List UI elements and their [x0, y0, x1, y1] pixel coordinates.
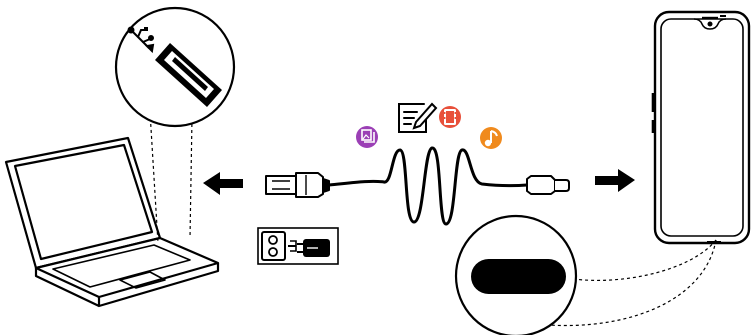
coiled-cable-icon [327, 146, 529, 226]
photo-icon [356, 126, 378, 148]
usb-symbol-icon [127, 26, 155, 54]
laptop-icon [4, 136, 220, 308]
note-edit-icon [398, 102, 438, 133]
phone-icon [651, 10, 751, 245]
usb-port-zoom [114, 6, 236, 244]
arrow-right-icon [595, 169, 635, 192]
usb-c-port-icon [471, 259, 566, 294]
video-icon [439, 106, 461, 128]
usb-a-plug-icon [265, 172, 330, 198]
usb-c-plug-icon [526, 175, 570, 195]
arrow-left-icon [203, 172, 243, 195]
wall-charger-icon [257, 227, 339, 265]
usb-a-port-icon [155, 43, 222, 107]
usb-c-port-zoom [454, 214, 717, 335]
music-icon [480, 127, 502, 149]
